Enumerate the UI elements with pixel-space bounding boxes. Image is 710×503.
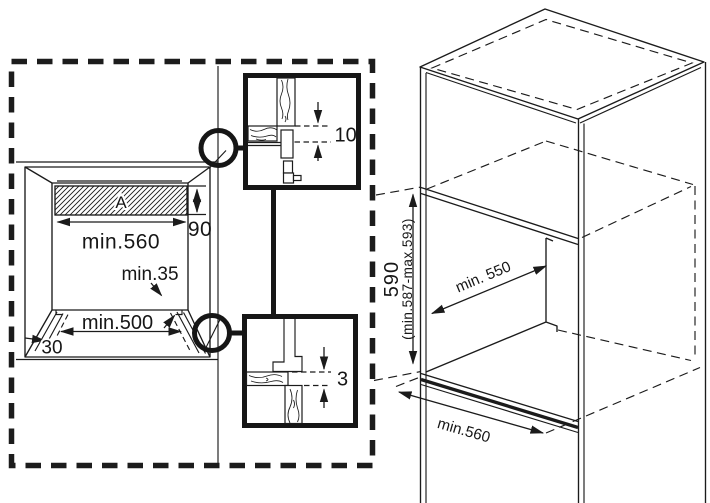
magnifier-bottom-circle <box>192 313 232 353</box>
dim-niche-height: 590 (min.587-max.593) <box>381 193 418 365</box>
vent-strip-label: A <box>115 193 127 212</box>
dim-top-width-label: min.560 <box>82 231 160 254</box>
dim-niche-depth: min. 550 <box>430 258 548 315</box>
detail-callout-bottom: 3 <box>242 314 358 428</box>
oven-flange <box>280 129 302 184</box>
vent-strip-hatched <box>54 185 188 216</box>
magnifier-top-circle <box>198 128 239 168</box>
oven-niche-interior <box>425 237 558 373</box>
dim-niche-depth-label: min. 550 <box>453 258 513 296</box>
wood-panel-vertical <box>284 384 303 425</box>
magnifier-top <box>198 128 246 169</box>
detail-bottom-gap-label: 3 <box>337 369 348 391</box>
detail-callout-top: 10 <box>243 73 361 190</box>
cutout-front-view: A 90 min.560 min.35 min.500 <box>16 66 219 463</box>
wood-panel-horizontal <box>247 125 278 142</box>
dim-vent-height-label: 90 <box>188 218 212 241</box>
cabinet-isometric-view: 590 (min.587-max.593) min. 550 min.560 <box>373 8 707 503</box>
magnifier-bottom <box>192 313 245 353</box>
dim-rear-clearance-label: min.35 <box>121 264 178 285</box>
dim-niche-height-label: 590 <box>381 261 403 297</box>
dim-rear-clearance: min.35 <box>121 264 179 297</box>
dim-niche-height-range-label: (min.587-max.593) <box>400 218 415 340</box>
dim-vent-height: 90 <box>188 185 212 241</box>
dim-niche-width-label: min.560 <box>435 415 492 446</box>
dashed-boundary <box>8 58 376 469</box>
dim-rail-width-label: 30 <box>41 338 62 359</box>
dim-bottom-width: min.500 <box>59 312 183 336</box>
dim-bottom-width-label: min.500 <box>82 312 153 334</box>
hidden-niche-edges <box>373 140 701 434</box>
detail-top-gap-label: 10 <box>335 125 357 147</box>
dim-rail-width: 30 <box>24 334 65 361</box>
wood-panel-vertical <box>276 77 296 127</box>
dim-top-width: min.560 <box>56 217 187 254</box>
